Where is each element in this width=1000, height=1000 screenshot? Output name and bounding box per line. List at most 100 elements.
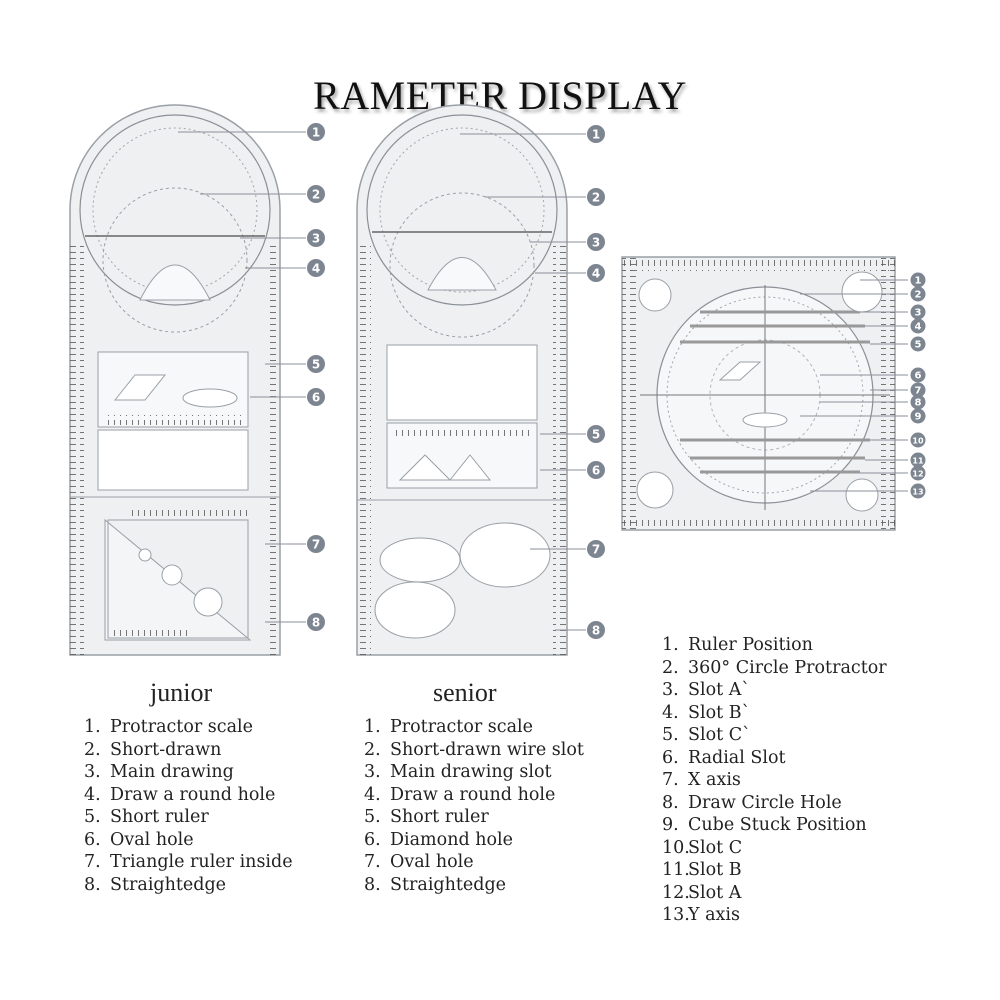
senior-marker: 7 — [587, 540, 605, 558]
marker-circle — [587, 621, 605, 639]
list-item: 12.Slot A — [662, 882, 742, 903]
marker-circle — [910, 432, 926, 448]
junior-marker: 7 — [307, 535, 325, 553]
list-item: 2.Short-drawn — [84, 739, 222, 760]
page-title: RAMETER DISPLAY — [313, 73, 687, 118]
list-item: 4.Slot B` — [662, 702, 751, 723]
marker-circle — [910, 408, 926, 424]
marker-circle — [910, 318, 926, 334]
marker-number: 8 — [592, 624, 600, 638]
junior-marker: 4 — [307, 259, 325, 277]
marker-circle — [587, 264, 605, 282]
marker-number: 4 — [592, 267, 600, 281]
square-marker: 10 — [910, 432, 926, 448]
junior-marker: 5 — [307, 355, 325, 373]
marker-number: 8 — [915, 398, 922, 409]
junior-marker: 1 — [307, 123, 325, 141]
square-marker: 4 — [910, 318, 926, 334]
junior-legend: 1.Protractor scale 2.Short-drawn 3.Main … — [84, 716, 293, 896]
list-item: 2.Short-drawn wire slot — [364, 739, 584, 760]
marker-number: 3 — [915, 308, 922, 319]
marker-number: 7 — [312, 538, 320, 552]
marker-number: 1 — [915, 276, 922, 287]
marker-circle — [587, 540, 605, 558]
marker-number: 3 — [592, 236, 600, 250]
marker-circle — [910, 367, 926, 383]
list-item: 3.Main drawing — [84, 762, 234, 782]
list-item: 5.Slot C` — [662, 725, 751, 745]
list-item: 1.Protractor scale — [364, 717, 533, 737]
list-item: 8.Straightedge — [84, 874, 227, 895]
marker-circle — [307, 535, 325, 553]
list-item: 3.Slot A` — [662, 680, 751, 700]
marker-circle — [910, 382, 926, 398]
square-marker: 8 — [910, 394, 926, 410]
leader-lines — [178, 131, 908, 631]
marker-circle — [910, 452, 926, 468]
marker-circle — [910, 483, 926, 499]
marker-number: 12 — [912, 470, 923, 479]
square-marker: 6 — [910, 367, 926, 383]
junior-marker: 3 — [307, 229, 325, 247]
marker-number: 7 — [592, 543, 600, 557]
list-item: 9.Cube Stuck Position — [662, 815, 867, 835]
marker-circle — [307, 123, 325, 141]
marker-number: 7 — [915, 386, 922, 397]
marker-number: 4 — [915, 322, 922, 333]
list-item: 7.Oval hole — [364, 852, 474, 872]
junior-marker: 6 — [307, 388, 325, 406]
list-item: 5.Short ruler — [84, 807, 209, 827]
junior-marker: 8 — [307, 613, 325, 631]
marker-number: 3 — [312, 232, 320, 246]
marker-circle — [307, 613, 325, 631]
senior-marker: 2 — [587, 188, 605, 206]
marker-number: 11 — [912, 457, 924, 466]
marker-circle — [587, 188, 605, 206]
marker-number: 1 — [592, 128, 600, 142]
square-marker: 11 — [910, 452, 926, 468]
marker-circle — [307, 185, 325, 203]
senior-marker: 4 — [587, 264, 605, 282]
senior-markers: 1 2 3 4 5 6 7 8 — [587, 125, 605, 639]
marker-number: 8 — [312, 616, 320, 630]
marker-number: 2 — [312, 188, 320, 202]
square-legend: 1.Ruler Position 2.360° Circle Protracto… — [662, 634, 887, 927]
list-item: 8.Straightedge — [364, 874, 507, 895]
list-item: 13.Y axis — [662, 905, 740, 925]
list-item: 6.Radial Slot — [662, 747, 786, 768]
marker-circle — [910, 272, 926, 288]
marker-number: 4 — [312, 262, 320, 276]
marker-circle — [307, 229, 325, 247]
square-marker: 1 — [910, 272, 926, 288]
marker-number: 5 — [592, 428, 600, 442]
list-item: 11.Slot B — [662, 860, 742, 880]
list-item: 4.Draw a round hole — [84, 784, 276, 805]
senior-legend: 1.Protractor scale 2.Short-drawn wire sl… — [364, 716, 584, 896]
list-item: 8.Draw Circle Hole — [662, 792, 842, 813]
junior-markers: 1 2 3 4 5 6 7 8 — [307, 123, 325, 631]
list-item: 6.Oval hole — [84, 829, 194, 850]
square-marker: 12 — [910, 465, 926, 481]
marker-circle — [910, 304, 926, 320]
marker-circle — [587, 125, 605, 143]
marker-circle — [910, 394, 926, 410]
list-item: 2.360° Circle Protractor — [662, 657, 887, 678]
marker-circle — [910, 336, 926, 352]
senior-marker: 6 — [587, 461, 605, 479]
marker-circle — [307, 259, 325, 277]
marker-number: 6 — [915, 371, 922, 382]
square-marker: 13 — [910, 483, 926, 499]
square-marker: 2 — [910, 286, 926, 302]
marker-number: 5 — [312, 358, 320, 372]
list-item: 4.Draw a round hole — [364, 784, 556, 805]
list-item: 7.X axis — [662, 770, 741, 790]
marker-circle — [587, 425, 605, 443]
marker-number: 5 — [915, 340, 922, 351]
marker-number: 2 — [592, 191, 600, 205]
list-item: 1.Protractor scale — [84, 717, 253, 737]
junior-ruler — [69, 104, 281, 656]
senior-marker: 1 — [587, 125, 605, 143]
marker-circle — [587, 233, 605, 251]
